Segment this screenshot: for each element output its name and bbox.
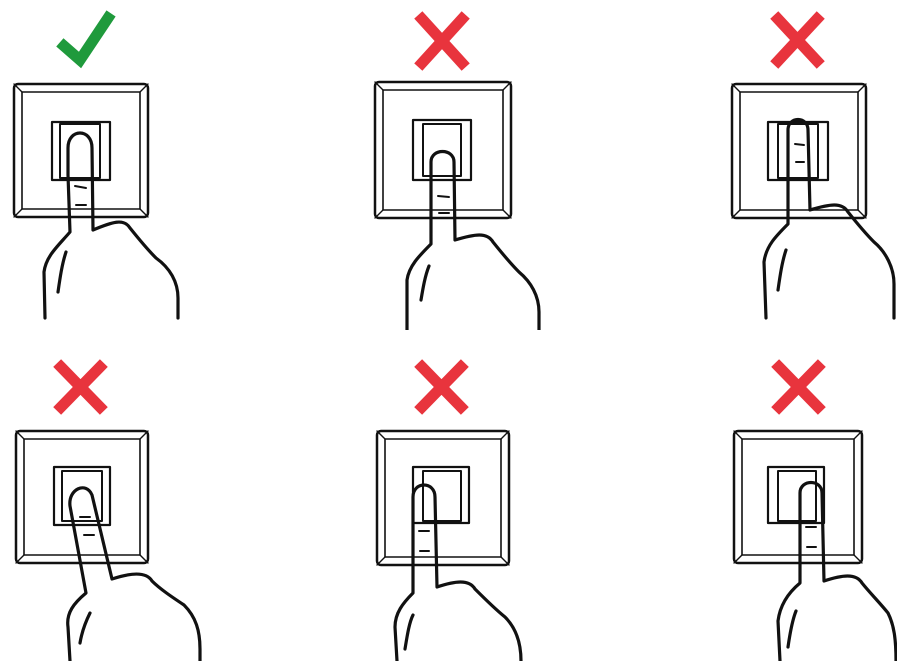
- scanner-device: [14, 84, 148, 217]
- cross-icon: [61, 367, 100, 407]
- panel-incorrect-placement-5: [598, 331, 897, 661]
- check-icon: [64, 18, 108, 60]
- panel-incorrect-placement-2: [598, 0, 897, 330]
- cross-icon: [422, 19, 462, 63]
- panel-incorrect-placement-3: [0, 331, 299, 661]
- scanner-device: [16, 431, 148, 563]
- cross-icon: [779, 367, 818, 407]
- scanner-device: [734, 431, 862, 563]
- cross-icon: [778, 19, 817, 61]
- finger-icon: [407, 152, 539, 331]
- panel-correct-placement: [0, 0, 299, 330]
- scanner-device: [732, 84, 866, 218]
- finger-icon: [395, 485, 521, 661]
- finger-icon: [68, 488, 200, 661]
- scanner-device: [377, 431, 509, 565]
- panel-incorrect-placement-1: [299, 0, 598, 330]
- cross-icon: [422, 367, 461, 407]
- panel-incorrect-placement-4: [299, 331, 598, 661]
- finger-icon: [778, 483, 896, 661]
